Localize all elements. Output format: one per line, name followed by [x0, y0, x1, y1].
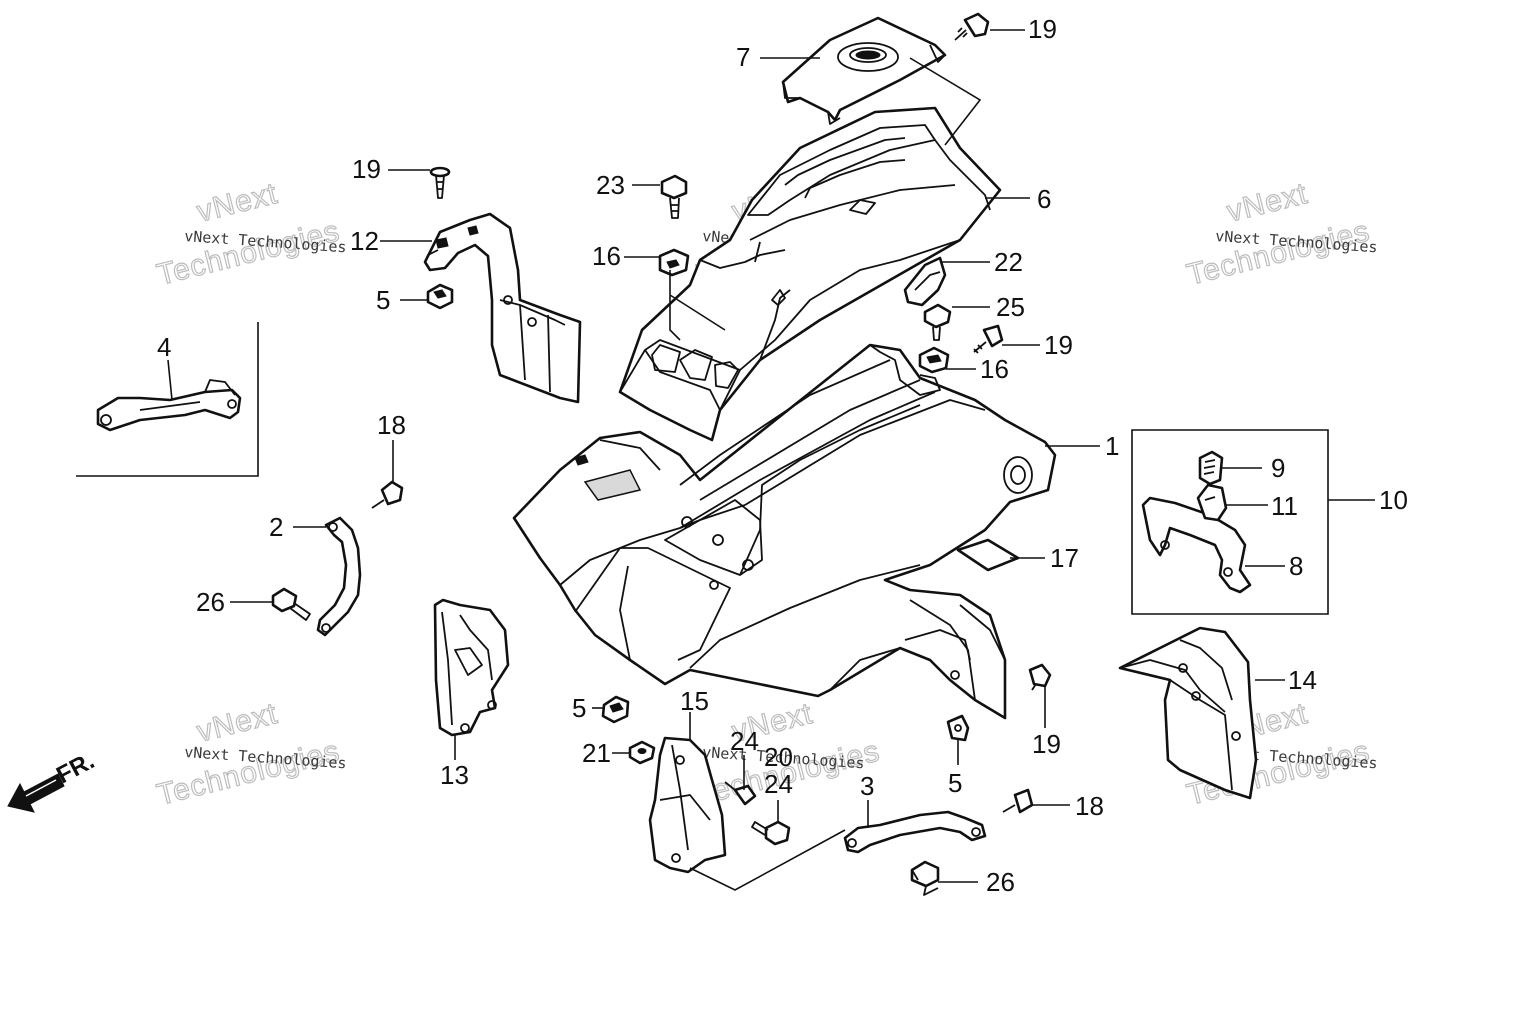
label-1: 1 — [1105, 431, 1119, 461]
watermark-big-line1: vNext — [194, 177, 281, 229]
fastener-24 — [751, 820, 791, 846]
part-9-pad — [1198, 450, 1224, 486]
label-7: 7 — [736, 42, 750, 72]
part-14-right-mud-flap — [1118, 626, 1258, 800]
label-5-center: 5 — [572, 693, 586, 723]
label-6: 6 — [1037, 184, 1051, 214]
label-19-left: 19 — [352, 154, 381, 184]
box-part-4 — [76, 322, 259, 477]
part-4-bracket — [96, 379, 242, 432]
fastener-19-top — [954, 12, 990, 41]
part-12-left-mud-flap — [423, 212, 582, 404]
label-12: 12 — [350, 226, 379, 256]
label-25: 25 — [996, 292, 1025, 322]
part-1-front-fender — [512, 343, 1057, 720]
label-9: 9 — [1271, 453, 1285, 483]
fastener-18-right — [1002, 788, 1034, 814]
fastener-26-right — [910, 860, 940, 896]
part-22-clip — [903, 256, 947, 307]
label-21: 21 — [582, 738, 611, 768]
fastener-5-right — [946, 714, 970, 742]
watermark-bottom-left: vNext Technologies vNext Technologies — [153, 696, 347, 812]
label-5-right: 5 — [948, 768, 962, 798]
fastener-21 — [628, 740, 656, 765]
fastener-26-left — [271, 587, 311, 621]
label-11: 11 — [1271, 491, 1298, 521]
label-24-lower: 24 — [764, 769, 793, 799]
label-10: 10 — [1379, 485, 1408, 515]
fastener-16-left — [658, 248, 690, 277]
watermark-top-right: vNext Technologies vNext Technologies — [1183, 176, 1378, 292]
fastener-16-right — [918, 346, 950, 374]
label-13: 13 — [440, 760, 469, 790]
part-number-labels: 19 7 6 23 19 12 16 22 5 25 19 16 4 18 1 … — [157, 14, 1408, 897]
label-26-right: 26 — [986, 867, 1015, 897]
fastener-19-right — [973, 324, 1004, 354]
label-16-right: 16 — [980, 354, 1009, 384]
label-18-left: 18 — [377, 410, 406, 440]
part-11-clip — [1196, 483, 1228, 522]
label-3: 3 — [860, 771, 874, 801]
label-19-top: 19 — [1028, 14, 1057, 44]
label-24-upper: 24 — [730, 726, 759, 756]
label-20: 20 — [764, 742, 793, 772]
label-17: 17 — [1050, 543, 1079, 573]
fastener-25 — [923, 303, 952, 341]
watermark-big-line1: vNext — [1224, 177, 1311, 229]
label-8: 8 — [1289, 551, 1303, 581]
fastener-19-lower-right — [1028, 663, 1052, 691]
part-6-center-panel — [618, 106, 1002, 442]
part-7-top-cap — [781, 16, 947, 125]
label-16-left: 16 — [592, 241, 621, 271]
label-15: 15 — [680, 686, 709, 716]
fastener-5-left — [426, 283, 454, 310]
front-direction: FR. — [7, 747, 99, 813]
watermark-top-left: vNext Technologies vNext Technologies — [153, 176, 347, 292]
fastener-18-left — [371, 480, 404, 509]
box-part-10 — [1131, 429, 1329, 615]
label-4: 4 — [157, 332, 171, 362]
fastener-23 — [660, 174, 688, 219]
label-18-right: 18 — [1075, 791, 1104, 821]
part-3-right-stay — [843, 810, 987, 854]
part-2-left-stay — [316, 516, 362, 637]
label-2: 2 — [269, 512, 283, 542]
part-15-lower-shield — [648, 736, 727, 874]
watermark-big-line2: Technologies — [154, 735, 344, 812]
label-5-left: 5 — [376, 285, 390, 315]
label-22: 22 — [994, 247, 1023, 277]
label-19-right: 19 — [1044, 330, 1073, 360]
part-13-left-inner-shield — [433, 598, 510, 737]
part-17-label — [956, 538, 1020, 572]
fastener-19-left — [429, 166, 451, 199]
label-14: 14 — [1288, 665, 1317, 695]
label-19-lower-right: 19 — [1032, 729, 1061, 759]
leader-lines — [167, 29, 1375, 891]
part-8-bracket — [1141, 496, 1252, 594]
watermark-big-line1: vNext — [194, 697, 281, 749]
label-23: 23 — [596, 170, 625, 200]
label-26-left: 26 — [196, 587, 225, 617]
fastener-5-center — [601, 695, 630, 724]
